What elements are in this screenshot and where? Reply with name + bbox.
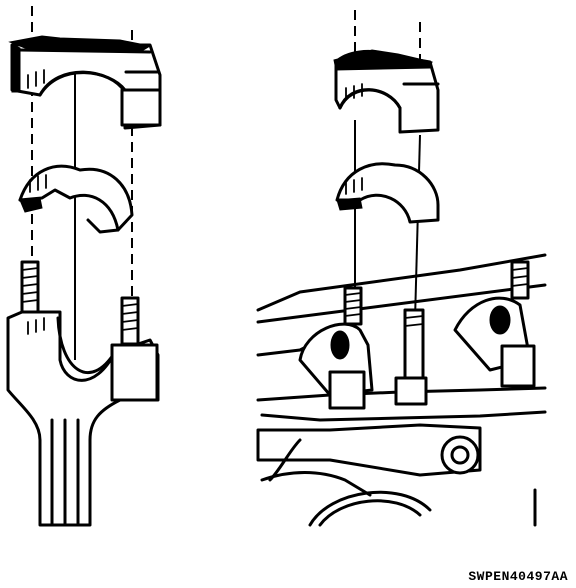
- main-stud-right: [500, 260, 536, 388]
- rod-bolt-left: [20, 260, 40, 314]
- connecting-rod-body: [6, 310, 160, 527]
- main-bearing-assembly: [256, 10, 547, 527]
- main-bearing-cap: [333, 49, 440, 134]
- rod-bearing-shell-upper: [18, 164, 134, 234]
- connecting-rod-assembly: [6, 6, 162, 527]
- main-stud-left: [328, 286, 366, 410]
- main-bearing-shell: [335, 162, 440, 224]
- left-alignment-lines: [31, 6, 133, 360]
- rod-bolt-right: [120, 296, 140, 346]
- main-stud-center: [394, 308, 428, 406]
- rod-bearing-cap: [8, 35, 162, 130]
- part-code-label: SWPEN40497AA: [468, 569, 568, 584]
